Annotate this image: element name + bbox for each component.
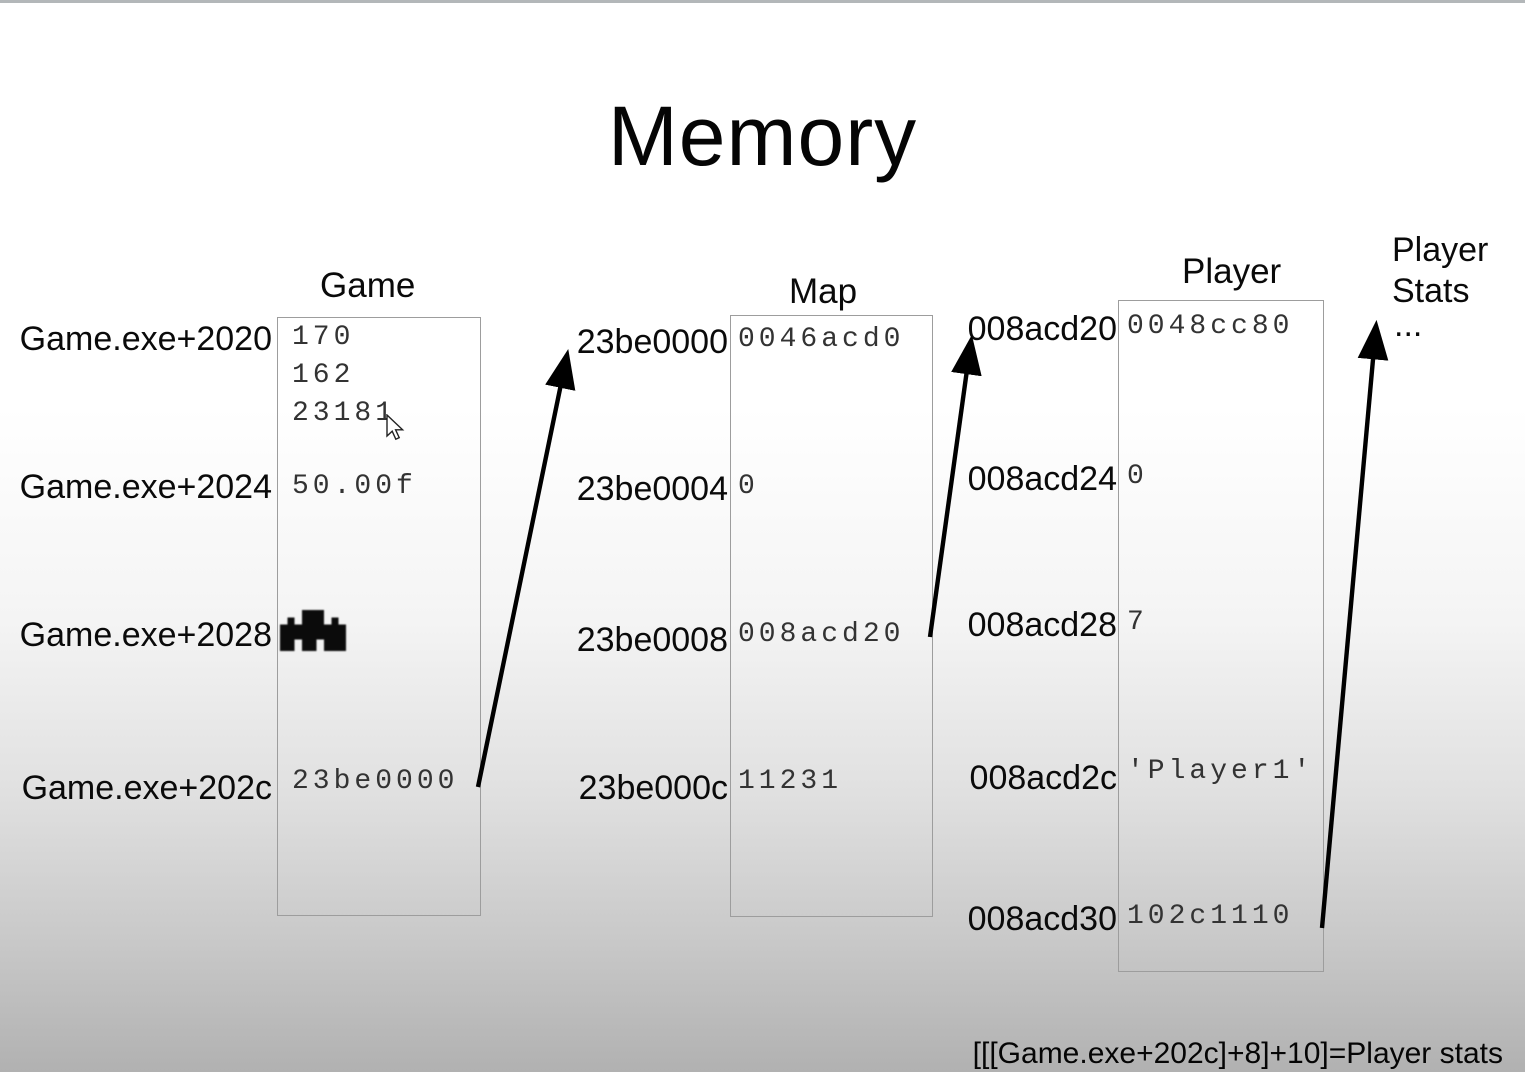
player-stats-line2: Stats xyxy=(1392,272,1470,310)
player-stats-line1: Player xyxy=(1392,231,1489,269)
player-address-30: 008acd30 xyxy=(967,900,1117,938)
page-title: Memory xyxy=(607,89,918,183)
map-address-0: 23be0000 xyxy=(576,323,728,361)
player-value-24: 0 xyxy=(1127,461,1148,492)
player-value-30: 102c1110 xyxy=(1127,901,1294,932)
map-address-c: 23be000c xyxy=(578,769,728,807)
player-value-28: 7 xyxy=(1127,607,1148,638)
game-address-2028: Game.exe+2028 xyxy=(19,616,272,654)
player-address-24: 008acd24 xyxy=(967,460,1117,498)
player-value-2c: 'Player1' xyxy=(1127,756,1315,787)
game-column-header: Game xyxy=(320,266,416,305)
map-value-0: 0046acd0 xyxy=(738,324,905,355)
game-value-2020-line1: 170 xyxy=(292,322,355,353)
player-stats-label: Player Stats xyxy=(1392,230,1488,312)
map-value-c: 11231 xyxy=(738,766,843,797)
map-address-4: 23be0004 xyxy=(576,470,728,508)
map-value-8: 008acd20 xyxy=(738,619,905,650)
player-address-28: 008acd28 xyxy=(967,606,1117,644)
game-value-202c: 23be0000 xyxy=(292,766,459,797)
game-address-2020: Game.exe+2020 xyxy=(19,320,272,358)
map-value-4: 0 xyxy=(738,471,759,502)
game-value-2020-line2: 162 xyxy=(292,360,355,391)
game-value-2024: 50.00f xyxy=(292,471,417,502)
player-stats-ellipsis: ... xyxy=(1394,306,1423,344)
arrow-player-to-stats xyxy=(1319,319,1389,929)
arrow-game-to-map xyxy=(475,348,576,788)
map-column-header: Map xyxy=(789,272,858,311)
player-address-20: 008acd20 xyxy=(967,310,1117,348)
pointer-formula: [[[Game.exe+202c]+8]+10]=Player stats xyxy=(972,1037,1503,1070)
player-column-header: Player xyxy=(1182,252,1282,291)
map-address-8: 23be0008 xyxy=(576,621,728,659)
player-address-2c: 008acd2c xyxy=(969,759,1117,797)
mouse-pointer-icon xyxy=(385,413,407,447)
player-memory-box xyxy=(1118,300,1324,972)
game-value-2020-line3: 23181 xyxy=(292,398,397,429)
top-edge-strip xyxy=(0,0,1525,3)
game-address-2024: Game.exe+2024 xyxy=(19,468,272,506)
invader-sprite-icon xyxy=(279,610,347,659)
game-address-202c: Game.exe+202c xyxy=(21,769,272,807)
player-value-20: 0048cc80 xyxy=(1127,311,1294,342)
